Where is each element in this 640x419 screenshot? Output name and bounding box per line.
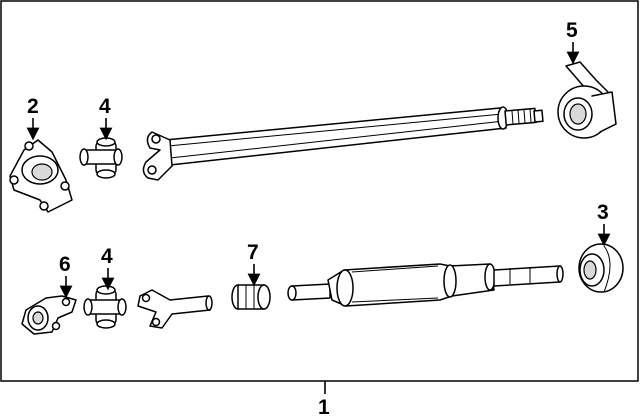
callout-5-label: 5: [566, 19, 578, 42]
callout-7-label: 7: [247, 241, 259, 264]
diagram-frame: [0, 0, 639, 382]
callout-4-upper-label: 4: [99, 95, 111, 118]
part-4-universal-joint-upper: [79, 137, 123, 179]
callout-4-lower-label: 4: [101, 245, 113, 268]
part-5-center-bearing: [557, 61, 617, 139]
callout-3-label: 3: [597, 201, 609, 224]
callout-1-label: 1: [318, 396, 330, 419]
part-6-end-yoke: [21, 295, 77, 335]
callout-2-label: 2: [27, 95, 39, 118]
callout-6-label: 6: [59, 253, 71, 276]
part-7-boot: [231, 284, 271, 310]
slip-yoke: [137, 289, 213, 329]
upper-propeller-shaft: [142, 106, 544, 181]
part-2-flange-yoke: [9, 139, 73, 213]
part-4-universal-joint-lower: [83, 285, 127, 329]
lower-shaft-assembly: [287, 263, 564, 307]
part-3-dust-cap: [578, 243, 624, 293]
